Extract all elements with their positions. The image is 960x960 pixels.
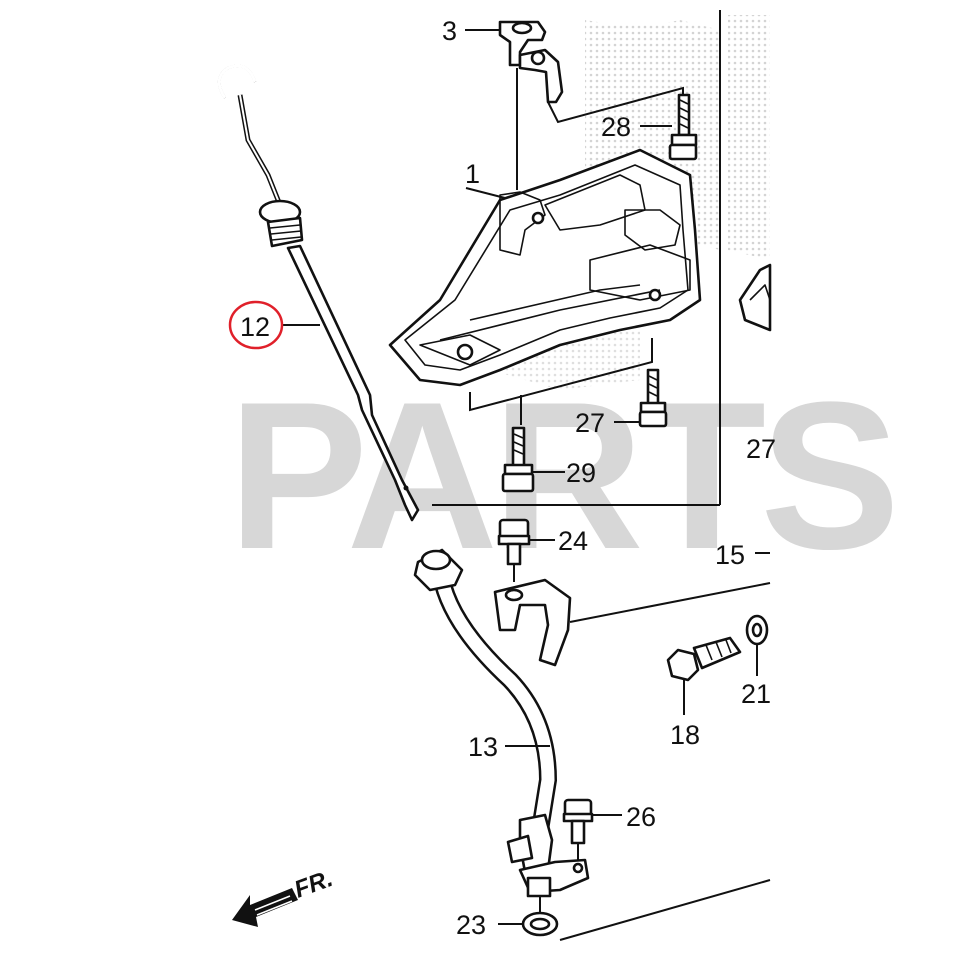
part-18-bolt <box>666 636 742 715</box>
front-direction-arrow: FR. <box>232 865 336 927</box>
callout-3[interactable]: 3 <box>442 16 457 46</box>
part-1-tray <box>388 148 702 425</box>
part-27-bolt <box>614 368 668 428</box>
part-29-bolt <box>501 426 565 493</box>
part-24-bolt <box>497 518 555 582</box>
front-direction-label: FR. <box>291 865 337 904</box>
callout-18[interactable]: 18 <box>670 720 700 750</box>
callout-21-partial[interactable]: 21 <box>741 679 771 709</box>
part-26-bolt <box>562 798 622 860</box>
callout-26[interactable]: 26 <box>626 802 656 832</box>
callout-13[interactable]: 13 <box>468 732 498 762</box>
part-28-bolt <box>640 93 698 161</box>
callout-1[interactable]: 1 <box>465 159 480 189</box>
callout-27[interactable]: 27 <box>575 408 605 438</box>
highlight-circle <box>228 300 284 350</box>
partial-right-part <box>738 263 772 332</box>
part-13-oil-pipe <box>413 548 590 898</box>
part-12-dipstick <box>217 64 420 522</box>
assembly-frame-lines <box>432 10 771 941</box>
watermark-text: PARTS <box>228 358 894 593</box>
callout-28[interactable]: 28 <box>601 112 631 142</box>
part-23-washer <box>498 896 559 937</box>
callout-12[interactable]: 12 <box>240 312 270 342</box>
callout-23[interactable]: 23 <box>456 910 486 940</box>
callout-24[interactable]: 24 <box>558 526 588 556</box>
callout-29[interactable]: 29 <box>566 458 596 488</box>
callout-27-partial[interactable]: 27 <box>746 434 776 464</box>
callout-labels: 3 28 1 12 27 27 29 24 15 21 18 13 26 23 <box>240 16 776 940</box>
callout-15[interactable]: 15 <box>715 540 745 570</box>
part-21-washer <box>745 614 769 676</box>
part-3-bracket <box>465 20 684 190</box>
